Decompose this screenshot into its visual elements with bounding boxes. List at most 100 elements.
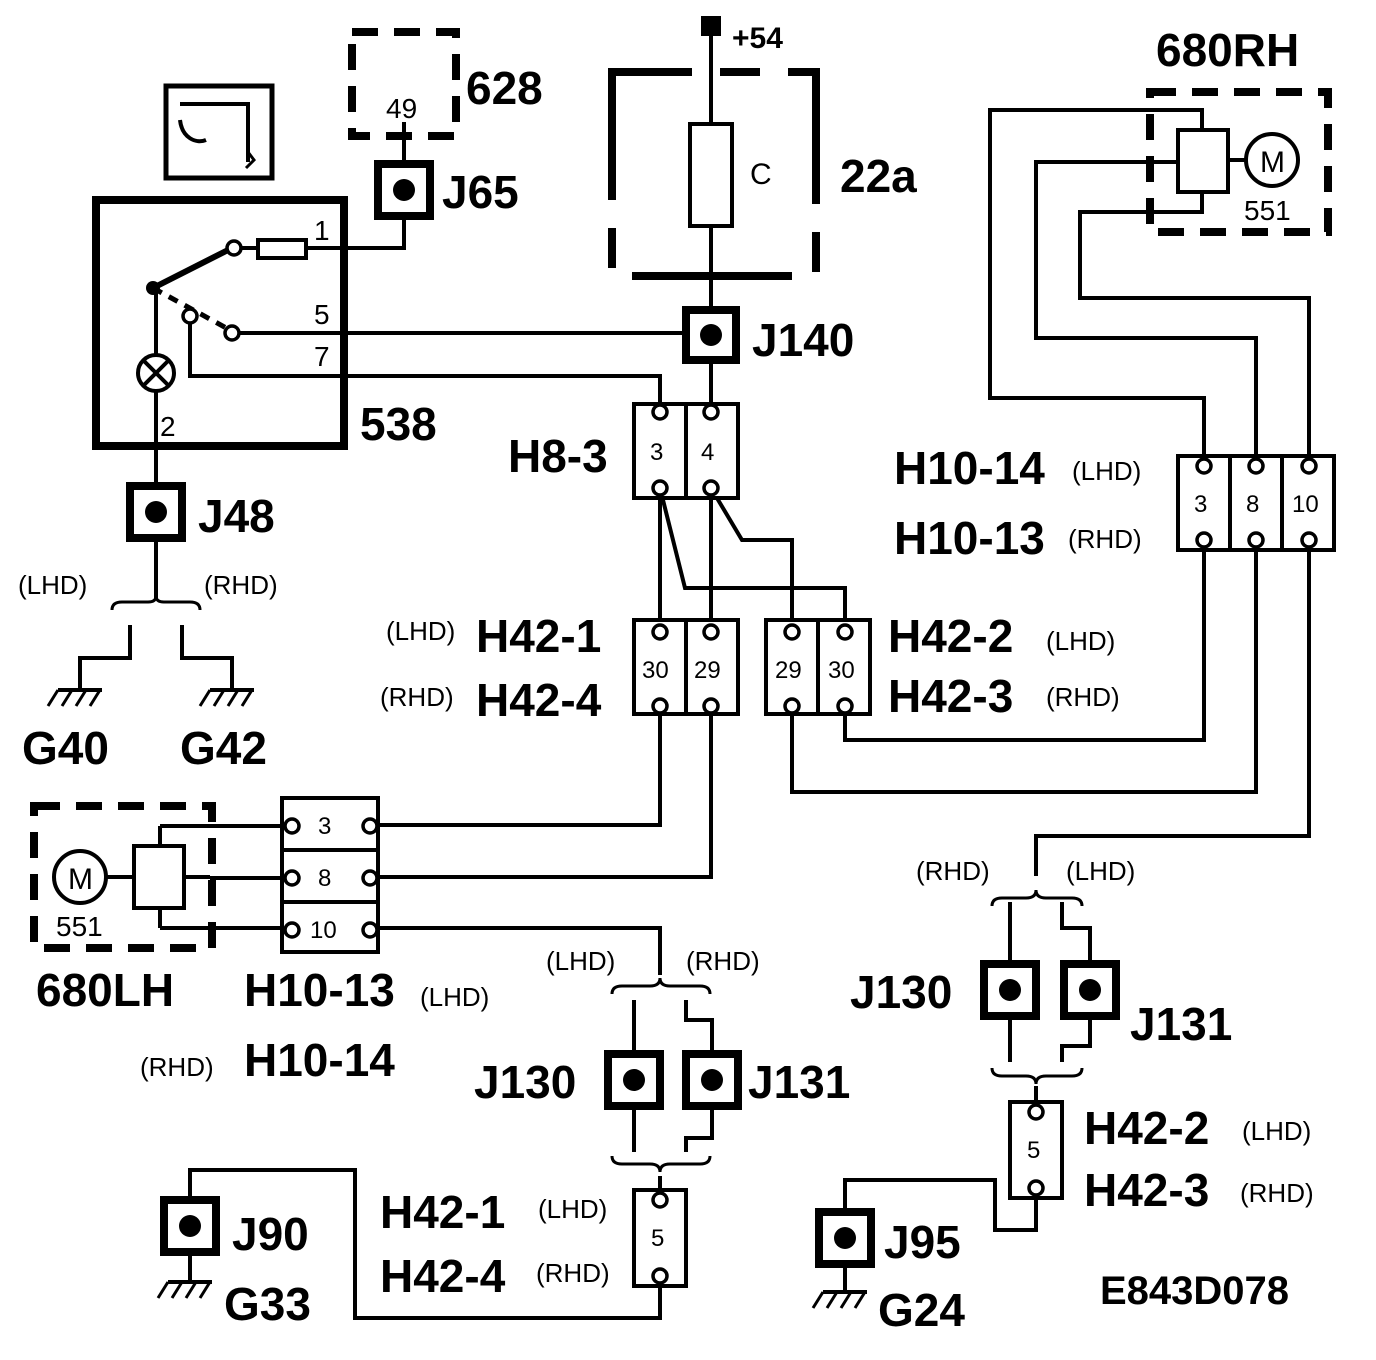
svg-text:(RHD): (RHD)	[1046, 682, 1120, 712]
connector-h42-mid-left: 30 29 (LHD) H42-1 (RHD) H42-4	[380, 610, 740, 726]
svg-text:8: 8	[1246, 491, 1259, 518]
svg-text:H10-13: H10-13	[894, 512, 1045, 564]
svg-text:M: M	[1260, 146, 1285, 179]
svg-text:29: 29	[775, 657, 802, 684]
svg-text:(LHD): (LHD)	[386, 616, 455, 646]
ground-g42: G42	[180, 688, 267, 774]
svg-text:J131: J131	[748, 1056, 850, 1108]
svg-text:J140: J140	[752, 314, 854, 366]
splice-j90: J90	[160, 1196, 309, 1260]
supply-label: +54	[732, 22, 783, 55]
svg-text:(LHD): (LHD)	[18, 570, 87, 600]
connector-h8-3: 3 4 H8-3	[508, 402, 740, 500]
switch-symbol-icon	[163, 83, 275, 181]
splice-j131-right: J131	[1060, 960, 1232, 1050]
svg-text:(RHD): (RHD)	[536, 1258, 610, 1288]
switch-pin-2: 2	[160, 411, 176, 442]
connector-h42-bottom-right: 5 H42-2 (LHD) H42-3 (RHD)	[1008, 1100, 1314, 1216]
svg-text:H42-4: H42-4	[476, 674, 602, 726]
connector-h42-bottom-left: 5 H42-1 (LHD) H42-4 (RHD)	[380, 1186, 688, 1302]
svg-text:5: 5	[1027, 1137, 1040, 1164]
svg-text:10: 10	[310, 917, 337, 944]
ground-g40: G40	[22, 688, 109, 774]
svg-text:H42-2: H42-2	[888, 610, 1013, 662]
svg-text:4: 4	[701, 439, 714, 466]
svg-text:(RHD): (RHD)	[916, 856, 990, 886]
svg-text:(RHD): (RHD)	[1068, 524, 1142, 554]
splice-j140: J140	[682, 306, 854, 366]
motor-680rh: M 551 680RH	[1146, 24, 1332, 236]
svg-text:(RHD): (RHD)	[1240, 1178, 1314, 1208]
svg-text:(LHD): (LHD)	[1046, 626, 1115, 656]
wires	[78, 36, 1311, 1320]
svg-text:30: 30	[828, 657, 855, 684]
svg-text:H10-14: H10-14	[894, 442, 1045, 494]
relay-628-pin: 49	[386, 93, 417, 124]
switch-pin-5: 5	[314, 299, 330, 330]
svg-text:8: 8	[318, 865, 331, 892]
connector-h42-mid-right: 29 30 H42-2 (LHD) H42-3 (RHD)	[764, 610, 1120, 722]
svg-text:551: 551	[1244, 195, 1291, 226]
motor-lh-id: 680LH	[36, 964, 174, 1016]
svg-text:J90: J90	[232, 1208, 309, 1260]
svg-text:30: 30	[642, 657, 669, 684]
ground-g24: G24	[811, 1284, 965, 1336]
svg-text:3: 3	[1194, 491, 1207, 518]
switch-538: 1 5 7 2 538	[92, 83, 437, 450]
connector-h10-left: 3 8 10 H10-13 (LHD) (RHD) H10-14	[140, 796, 489, 1086]
svg-text:5: 5	[651, 1225, 664, 1252]
svg-text:G40: G40	[22, 722, 109, 774]
svg-text:(RHD): (RHD)	[204, 570, 278, 600]
svg-text:3: 3	[318, 813, 331, 840]
svg-text:(RHD): (RHD)	[686, 946, 760, 976]
svg-text:(LHD): (LHD)	[1072, 456, 1141, 486]
svg-text:J131: J131	[1130, 998, 1232, 1050]
splice-j131-left: J131	[682, 1050, 850, 1110]
switch-pin-7: 7	[314, 341, 330, 372]
connector-h8-3-name: H8-3	[508, 430, 608, 482]
fuse-box-22a: C 22a	[608, 68, 917, 280]
splice-j65: J65	[374, 160, 519, 220]
svg-text:M: M	[68, 863, 93, 896]
svg-text:(RHD): (RHD)	[380, 682, 454, 712]
diagram-id: E843D078	[1100, 1269, 1289, 1313]
svg-text:G33: G33	[224, 1278, 311, 1330]
svg-text:G24: G24	[878, 1284, 965, 1336]
svg-text:G42: G42	[180, 722, 267, 774]
svg-text:J130: J130	[474, 1056, 576, 1108]
svg-text:(RHD): (RHD)	[140, 1052, 214, 1082]
relay-628: 49 628	[348, 28, 543, 140]
svg-text:H42-2: H42-2	[1084, 1102, 1209, 1154]
svg-text:3: 3	[650, 439, 663, 466]
relay-628-id: 628	[466, 62, 543, 114]
svg-text:(LHD): (LHD)	[546, 946, 615, 976]
svg-text:H42-3: H42-3	[1084, 1164, 1209, 1216]
svg-text:H42-4: H42-4	[380, 1250, 506, 1302]
supply-terminal-icon	[701, 16, 721, 36]
ground-g33: G33	[156, 1278, 311, 1330]
svg-text:J130: J130	[850, 966, 952, 1018]
svg-text:J95: J95	[884, 1216, 961, 1268]
svg-text:H42-1: H42-1	[476, 610, 601, 662]
connector-h10-right: 3 8 10 H10-14 (LHD) H10-13 (RHD)	[894, 442, 1336, 564]
svg-text:551: 551	[56, 911, 103, 942]
svg-text:(LHD): (LHD)	[420, 982, 489, 1012]
svg-text:H42-1: H42-1	[380, 1186, 505, 1238]
svg-text:29: 29	[694, 657, 721, 684]
svg-text:(LHD): (LHD)	[538, 1194, 607, 1224]
motor-rh-id: 680RH	[1156, 24, 1299, 76]
svg-text:J48: J48	[198, 490, 275, 542]
svg-text:(LHD): (LHD)	[1066, 856, 1135, 886]
svg-text:10: 10	[1292, 491, 1319, 518]
variant-braces	[110, 595, 1084, 1173]
motor-680lh: M 551 680LH	[30, 802, 216, 1016]
splice-j95: J95	[815, 1208, 961, 1268]
splice-j48: J48	[126, 482, 275, 542]
svg-text:H10-13: H10-13	[244, 964, 395, 1016]
fuse-box-id: 22a	[840, 150, 917, 202]
svg-text:(LHD): (LHD)	[1242, 1116, 1311, 1146]
splice-j130-right: J130	[850, 960, 1040, 1020]
splice-j130-left: J130	[474, 1050, 664, 1110]
svg-text:H10-14: H10-14	[244, 1034, 395, 1086]
